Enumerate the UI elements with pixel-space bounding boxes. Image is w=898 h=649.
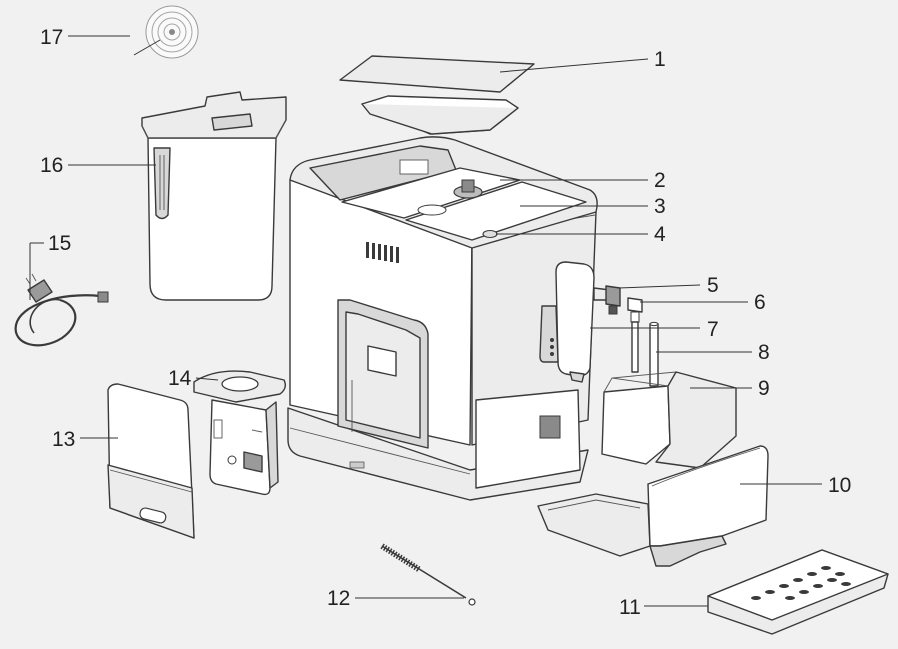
part-17-coil-disc xyxy=(145,5,199,59)
part-12-cleaning-brush xyxy=(380,543,476,606)
part-15-power-cord xyxy=(14,273,109,347)
leader-17b xyxy=(133,39,161,56)
callout-3: 3 xyxy=(654,195,666,218)
vent-slots xyxy=(366,242,399,263)
leader-14 xyxy=(195,377,219,381)
part-9-grounds-container xyxy=(601,371,737,469)
callout-1: 1 xyxy=(654,48,666,71)
callout-17: 17 xyxy=(40,26,63,49)
leader-lines xyxy=(29,35,822,607)
callout-14: 14 xyxy=(168,367,192,390)
part-5-nozzle xyxy=(605,285,621,315)
callout-13: 13 xyxy=(52,428,75,451)
part-6-steam-wand xyxy=(627,297,643,373)
leader-5 xyxy=(617,284,701,289)
part-1-lid xyxy=(339,55,535,135)
callout-2: 2 xyxy=(654,169,666,192)
callout-labels: 1 2 3 4 5 6 7 8 9 10 11 12 13 14 15 16 1… xyxy=(40,26,851,619)
callout-15: 15 xyxy=(48,232,71,255)
callout-16: 16 xyxy=(40,154,63,177)
part-14-brewing-unit xyxy=(193,370,287,496)
callout-4: 4 xyxy=(654,223,666,246)
callout-8: 8 xyxy=(758,341,770,364)
part-8-milk-tube xyxy=(649,321,659,387)
part-7-milk-frother xyxy=(539,261,611,383)
callout-10: 10 xyxy=(828,474,851,497)
leader-1 xyxy=(499,58,649,73)
part-10-drip-tray xyxy=(537,445,769,567)
callout-5: 5 xyxy=(707,274,719,297)
callout-7: 7 xyxy=(707,318,719,341)
part-16-water-tank xyxy=(141,91,287,301)
callout-6: 6 xyxy=(754,291,766,314)
callout-11: 11 xyxy=(619,596,641,619)
callout-12: 12 xyxy=(327,587,350,610)
part-13-side-door xyxy=(107,383,195,539)
callout-9: 9 xyxy=(758,377,770,400)
part-11-drip-tray-cover xyxy=(707,549,889,635)
